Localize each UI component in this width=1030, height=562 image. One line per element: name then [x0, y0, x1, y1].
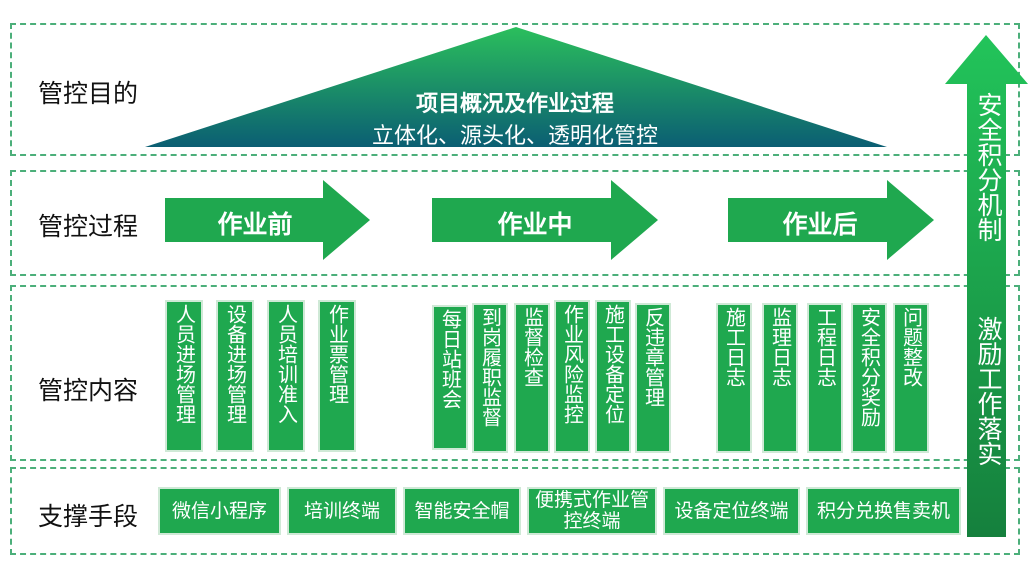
- support-band: [10, 467, 1020, 555]
- support-tool: 微信小程序: [158, 487, 281, 535]
- phase-arrow-after: [728, 180, 934, 260]
- content-item: 施工日志: [716, 303, 752, 453]
- phase-label-after: 作业后: [782, 210, 858, 239]
- side-arrow-line2: 激励工作落实: [974, 316, 1003, 466]
- content-item: 人员培训准入: [267, 300, 305, 452]
- row-label-support: 支撑手段: [38, 502, 139, 531]
- phase-label-before: 作业前: [217, 210, 293, 239]
- content-item: 监督检查: [514, 303, 550, 453]
- content-item: 反违章管理: [635, 303, 671, 453]
- triangle-title: 项目概况及作业过程: [415, 92, 614, 117]
- triangle-subtitle: 立体化、源头化、透明化管控: [371, 124, 658, 149]
- content-item: 到岗履职监督: [472, 303, 508, 453]
- content-item: 工程日志: [807, 303, 843, 453]
- goal-triangle: [145, 27, 887, 147]
- content-item: 问题整改: [893, 303, 929, 453]
- row-label-goal: 管控目的: [38, 79, 139, 108]
- support-tool: 培训终端: [287, 487, 397, 535]
- support-tool: 智能安全帽: [403, 487, 521, 535]
- support-tool: 积分兑换售卖机: [806, 487, 961, 535]
- row-label-content: 管控内容: [38, 376, 139, 405]
- side-arrow-line1: 安全积分机制: [974, 92, 1003, 242]
- content-item: 设备进场管理: [216, 300, 254, 452]
- phase-arrow-during: [432, 180, 658, 260]
- content-item: 监理日志: [762, 303, 798, 453]
- content-item: 每日站班会: [432, 305, 468, 450]
- content-band: [10, 285, 1020, 461]
- content-item: 作业风险监控: [554, 300, 590, 453]
- content-item: 施工设备定位: [595, 300, 631, 453]
- phase-arrow-before: [165, 180, 370, 260]
- side-arrow: [945, 35, 1028, 537]
- process-band: [10, 170, 1020, 276]
- content-item: 人员进场管理: [165, 300, 203, 452]
- phase-label-during: 作业中: [497, 210, 573, 239]
- support-tool: 设备定位终端: [663, 487, 800, 535]
- support-tool: 便携式作业管控终端: [527, 487, 657, 535]
- content-item: 作业票管理: [318, 300, 356, 452]
- content-item: 安全积分奖励: [851, 303, 887, 453]
- goal-band: [10, 23, 1020, 156]
- row-label-process: 管控过程: [38, 212, 139, 241]
